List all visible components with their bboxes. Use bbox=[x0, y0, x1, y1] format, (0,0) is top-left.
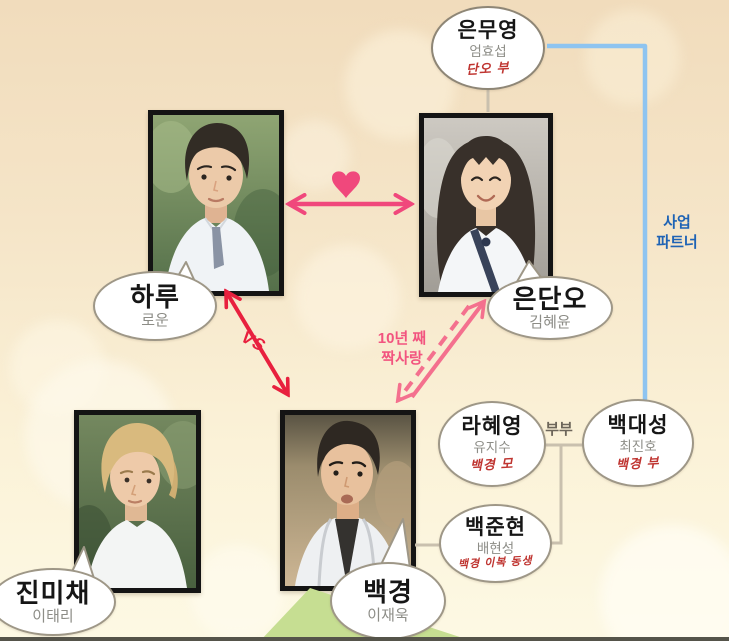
family-role-note: 단오 부 bbox=[465, 59, 511, 77]
bubble-baek-kyung: 백경 이재욱 bbox=[330, 562, 446, 640]
bubble-baek-jun-hyun: 백준현 배현성 백경 이복 동생 bbox=[439, 504, 552, 583]
actor-name: 이태리 bbox=[32, 607, 74, 625]
bubble-eun-dan-o: 은단오 김혜윤 bbox=[487, 276, 613, 340]
character-name: 은무영 bbox=[457, 19, 519, 43]
family-role-note: 백경 이복 동생 bbox=[457, 555, 534, 572]
family-role-note: 백경 모 bbox=[469, 455, 515, 473]
actor-name: 최진호 bbox=[619, 439, 657, 455]
crush-arrow-solid bbox=[410, 303, 483, 399]
crush-arrow-dashed bbox=[399, 304, 471, 399]
actor-name: 김혜윤 bbox=[529, 313, 571, 331]
family-role-note: 백경 부 bbox=[615, 454, 661, 472]
character-name: 백경 bbox=[363, 576, 413, 607]
couple-label: 부부 bbox=[545, 421, 573, 438]
actor-name: 이재욱 bbox=[367, 606, 409, 624]
character-name: 진미채 bbox=[15, 577, 91, 608]
actor-name: 엄효섭 bbox=[469, 44, 507, 60]
bubble-ra-hye-young: 라혜영 유지수 백경 모 bbox=[438, 401, 546, 487]
business-partner-label-line2: 파트너 bbox=[656, 234, 698, 252]
portrait-haru-illustration bbox=[153, 115, 279, 291]
character-name: 백준현 bbox=[465, 515, 526, 539]
character-name: 은단오 bbox=[512, 283, 588, 314]
character-name: 라혜영 bbox=[461, 415, 523, 439]
bottom-edge-strip bbox=[0, 637, 729, 641]
heart-icon bbox=[332, 171, 360, 198]
crush-label-line1: 10년 째 bbox=[377, 330, 427, 347]
actor-name: 배현성 bbox=[476, 540, 515, 556]
business-partner-label: 사업 파트너 bbox=[649, 213, 705, 254]
bubble-jin-mi-chae: 진미채 이태리 bbox=[0, 568, 116, 636]
character-name: 하루 bbox=[130, 281, 180, 312]
actor-name: 로운 bbox=[141, 311, 169, 329]
crush-label: 10년 째 짝사랑 bbox=[368, 329, 436, 368]
bubble-haru: 하루 로운 bbox=[93, 271, 217, 341]
character-name: 백대성 bbox=[607, 414, 669, 438]
business-partner-line bbox=[547, 43, 648, 401]
connector-parents-junhyun bbox=[549, 445, 563, 545]
business-partner-label-line1: 사업 bbox=[663, 214, 691, 231]
bubble-eun-mu-young: 은무영 엄효섭 단오 부 bbox=[431, 6, 545, 90]
photo-haru bbox=[148, 110, 284, 296]
rivalry-arrow bbox=[227, 293, 287, 393]
bubble-baek-dae-sung: 백대성 최진호 백경 부 bbox=[582, 399, 694, 487]
actor-name: 유지수 bbox=[473, 440, 511, 456]
crush-label-line2: 짝사랑 bbox=[381, 349, 423, 367]
